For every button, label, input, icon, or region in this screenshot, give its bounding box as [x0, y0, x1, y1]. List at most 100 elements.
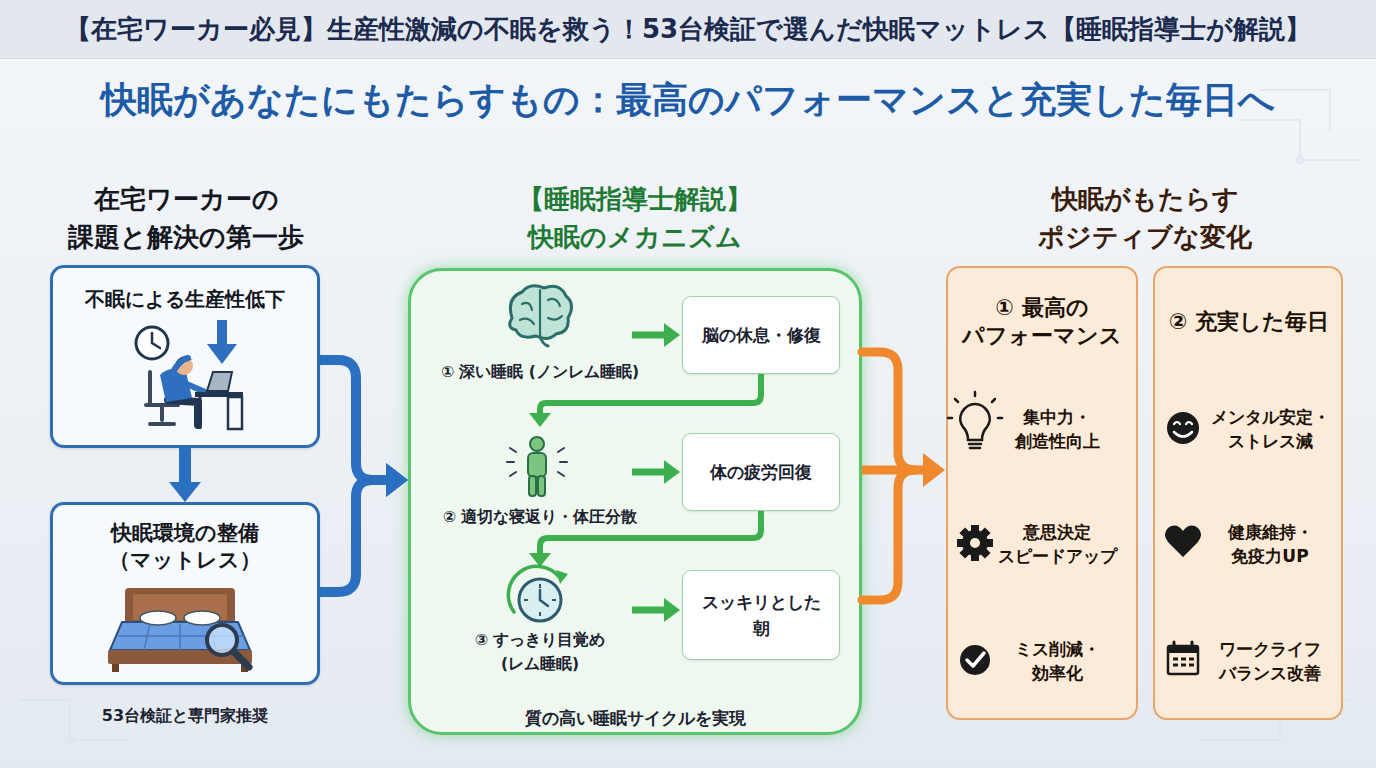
- bulb-icon: [948, 392, 1002, 448]
- smile-icon: [1167, 412, 1199, 444]
- benefit-item: 意思決定 スピードアップ: [993, 520, 1121, 568]
- result-box: 脳の休息・修復: [682, 296, 840, 374]
- brain-icon: [510, 286, 572, 346]
- background-pattern: [20, 90, 1360, 743]
- panel-footer: 質の高い睡眠サイクルを実現: [411, 708, 859, 728]
- brain-icon: [520, 290, 562, 334]
- process-box: 快眠環境の整備 （マットレス）: [50, 502, 320, 685]
- gear-icon: [962, 530, 988, 556]
- arrow-head: [664, 323, 680, 347]
- step-group: ① 深い睡眠 (ノンレム睡眠): [420, 285, 632, 385]
- connector-line: [320, 360, 389, 480]
- check-icon: [967, 653, 984, 666]
- box-title: 快眠環境の整備 （マットレス）: [67, 520, 303, 574]
- calendar-icon: [1168, 646, 1198, 674]
- gear-icon: [970, 538, 980, 548]
- bed-illustration: [118, 624, 244, 650]
- wake-clock-icon: [556, 570, 568, 584]
- arrow-head: [664, 460, 680, 484]
- benefit-item: 健康維持・ 免疫力UP: [1206, 520, 1334, 568]
- panel-heading: ② 充実した毎日: [1163, 308, 1335, 336]
- wake-clock-icon: [519, 579, 561, 621]
- benefit-item: 集中力・ 創造性向上: [993, 405, 1121, 453]
- bracket-prong: [862, 470, 916, 600]
- column-heading: 快眠がもたらす ポジティブな変化: [995, 180, 1295, 256]
- tired-worker-illustration: [217, 320, 227, 346]
- calendar-icon: [1168, 642, 1198, 674]
- bed-illustration: [112, 664, 119, 672]
- bed-illustration: [133, 594, 227, 620]
- bed-illustration: [233, 651, 249, 667]
- background-pattern: [1297, 157, 1303, 163]
- arrow-head: [923, 453, 945, 487]
- step-group: ③ すっきり目覚め (レム睡眠): [420, 565, 632, 680]
- connector-line: [632, 332, 666, 339]
- body-icon: [507, 448, 567, 476]
- step-group: ② 適切な寝返り・体圧分散: [420, 425, 632, 530]
- tired-worker-illustration: [207, 372, 232, 391]
- bed-illustration: [125, 588, 235, 628]
- connector: [320, 360, 408, 497]
- bulb-icon: [969, 444, 981, 448]
- smile-icon: [1174, 432, 1192, 437]
- background-pattern: [67, 737, 73, 743]
- tired-worker-illustration: [152, 333, 160, 348]
- benefit-item: ミス削減・ 効率化: [993, 637, 1121, 685]
- background-pattern: [1240, 120, 1360, 160]
- wake-clock-icon: [508, 566, 560, 612]
- calendar-icon: [1168, 646, 1198, 653]
- connector: [320, 463, 408, 592]
- tired-worker-illustration: [195, 392, 243, 397]
- step-label: ② 適切な寝返り・体圧分散: [420, 505, 660, 529]
- smile-icon: [1167, 412, 1199, 444]
- tired-worker-illustration: [146, 372, 178, 424]
- benefit-item: メンタル安定・ ストレス減: [1206, 405, 1334, 453]
- check-icon: [960, 645, 990, 675]
- tired-worker-illustration: [207, 344, 237, 364]
- connector: [632, 598, 680, 622]
- gear-icon: [957, 539, 993, 547]
- wake-clock-icon: [540, 590, 548, 606]
- benefit-panel: ② 充実した毎日メンタル安定・ ストレス減健康維持・ 免疫力UP ワークライフ バ…: [1153, 266, 1343, 720]
- connector: [169, 448, 201, 502]
- bed-illustration: [110, 622, 250, 650]
- arrow-head: [386, 463, 408, 497]
- brain-icon: [540, 336, 548, 346]
- calendar-icon: [1173, 659, 1194, 665]
- mechanism-panel: 【睡眠指導士解説】 快眠のメカニズム質の高い睡眠サイクルを実現① 深い睡眠 (ノ…: [408, 268, 862, 735]
- gear-icon: [959, 527, 990, 558]
- arrow-head: [664, 598, 680, 622]
- connector-line: [540, 374, 761, 415]
- bed-illustration: [241, 664, 248, 672]
- bracket-prong: [862, 352, 916, 600]
- tired-worker-illustration: [176, 356, 193, 362]
- arrow-head: [529, 413, 551, 427]
- bed-illustration: [108, 650, 252, 664]
- result-text: 体の疲労回復: [691, 459, 831, 485]
- tired-worker-illustration: [199, 397, 202, 429]
- heart-icon: [1165, 526, 1201, 557]
- box-title: 不眠による生産性低下: [53, 286, 317, 312]
- bed-illustration: [207, 625, 237, 655]
- step-label: ① 深い睡眠 (ノンレム睡眠): [420, 360, 660, 384]
- tired-worker-illustration: [182, 382, 205, 392]
- tired-worker-illustration: [136, 320, 243, 429]
- tired-worker-illustration: [160, 369, 192, 402]
- tired-worker-illustration: [136, 327, 168, 359]
- bulb-icon: [948, 392, 1002, 418]
- connector: [632, 460, 680, 484]
- arrow-head: [169, 482, 201, 502]
- calendar-icon: [1174, 642, 1192, 650]
- connector: [632, 323, 680, 347]
- title-banner: 【在宅ワーカー必見】生産性激減の不眠を救う！53台検証で選んだ快眠マットレス【睡…: [0, 0, 1376, 59]
- column-heading: 在宅ワーカーの 課題と解決の第一歩: [36, 180, 336, 256]
- panel-heading: 【睡眠指導士解説】 快眠のメカニズム: [485, 180, 785, 256]
- wake-clock-icon: [508, 566, 568, 621]
- benefit-panel: ① 最高の パフォーマンス集中力・ 創造性向上意思決定 スピードアップミス削減・…: [946, 266, 1138, 720]
- connector: [862, 453, 945, 487]
- bed-illustration: [140, 611, 176, 625]
- connector-line: [540, 511, 761, 555]
- wake-clock-icon: [524, 584, 556, 616]
- brain-icon: [510, 286, 572, 339]
- benefit-item: ワークライフ バランス改善: [1206, 637, 1334, 685]
